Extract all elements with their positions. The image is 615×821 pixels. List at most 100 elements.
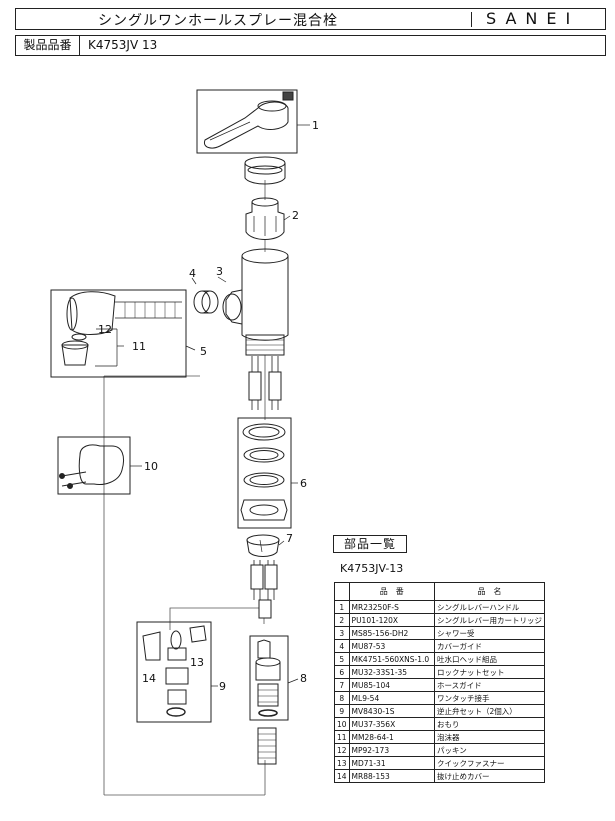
exploded-parts-diagram: 1 2 3 4 5 6 7 8 9 10 11 12 13 14 [50, 89, 319, 796]
part-name: シングルレバーハンドル [434, 600, 545, 614]
callout-10: 10 [144, 460, 158, 473]
callout-labels: 1 2 3 4 5 6 7 8 9 10 11 12 13 14 [98, 119, 319, 693]
part-number: MR23250F-S [348, 600, 436, 614]
assembly-guide-lines [103, 180, 266, 796]
part-number: MD71-31 [348, 756, 436, 770]
product-code-label: 製品品番 [16, 36, 80, 55]
parts-list-title: 部品一覧 [333, 535, 407, 553]
part-name: 吐水口ヘッド組品 [434, 652, 545, 666]
callout-4: 4 [189, 267, 196, 280]
part-name: ワンタッチ接手 [434, 691, 545, 705]
callout-3: 3 [216, 265, 223, 278]
row-number: 1 [334, 600, 350, 614]
callout-13: 13 [190, 656, 204, 669]
row-number: 6 [334, 665, 350, 679]
callout-8: 8 [300, 672, 307, 685]
part-name: ホースガイド [434, 678, 545, 692]
row-number: 13 [334, 756, 350, 770]
row-number: 4 [334, 639, 350, 653]
row-number: 5 [334, 652, 350, 666]
callout-14: 14 [142, 672, 156, 685]
callout-11: 11 [132, 340, 146, 353]
row-number: 14 [334, 769, 350, 783]
part-name: パッキン [434, 743, 545, 757]
part-6-lock-nut-set [237, 417, 298, 529]
callout-2: 2 [292, 209, 299, 222]
row-number: 12 [334, 743, 350, 757]
part-name: クイックファスナー [434, 756, 545, 770]
part-2-cartridge [245, 197, 285, 240]
part-number: MP92-173 [348, 743, 436, 757]
title-divider [471, 12, 472, 27]
col-part-name: 品 名 [434, 582, 545, 601]
brand-logo: SANEI [486, 9, 580, 28]
callout-12: 12 [98, 323, 112, 336]
part-number: MU87-53 [348, 639, 436, 653]
row-number: 8 [334, 691, 350, 705]
product-code-bar: 製品品番 K4753JV 13 [15, 35, 606, 56]
lower-hose-section [250, 560, 278, 619]
part-9-check-valve-set [136, 621, 218, 723]
row-number: 2 [334, 613, 350, 627]
part-number: MV8430-1S [348, 704, 436, 718]
part-name: 逆止弁セット（2個入） [434, 704, 545, 718]
row-number: 10 [334, 717, 350, 731]
part-name: シャワー受 [434, 626, 545, 640]
cartridge-cap [244, 156, 286, 185]
supply-hoses [248, 356, 282, 410]
col-part-no: 品 番 [348, 582, 436, 601]
callout-7: 7 [286, 532, 293, 545]
title-bar: シングルワンホールスプレー混合栓 SANEI [15, 8, 606, 30]
part-5-spout-head-box [50, 289, 196, 378]
part-name: カバーガイド [434, 639, 545, 653]
part-8-one-touch-connector [249, 635, 299, 721]
part-number: MU37-356X [348, 717, 436, 731]
hose-end-fitting [257, 727, 277, 765]
part-number: MM28-64-1 [348, 730, 436, 744]
part-number: MR88-153 [348, 769, 436, 783]
parts-list-subtitle: K4753JV-13 [340, 562, 404, 575]
callout-5: 5 [200, 345, 207, 358]
part-7-hose-guide [246, 534, 285, 557]
part-4-cover-guide [193, 290, 219, 314]
callout-9: 9 [219, 680, 226, 693]
row-number: 11 [334, 730, 350, 744]
part-name: ロックナットセット [434, 665, 545, 679]
row-number: 7 [334, 678, 350, 692]
part-name: シングルレバー用カートリッジ [434, 613, 545, 627]
callout-leaders [191, 124, 310, 285]
row-number: 3 [334, 626, 350, 640]
part-number: MK4751-560XNS-1.0 [348, 652, 436, 666]
part-number: PU101-120X [348, 613, 436, 627]
part-3-faucet-body [222, 248, 289, 356]
callout-1: 1 [312, 119, 319, 132]
part-1-lever-handle [196, 89, 298, 154]
part-number: MU32-33S1-35 [348, 665, 436, 679]
part-name: 泡沫器 [434, 730, 545, 744]
row-number: 9 [334, 704, 350, 718]
part-name: おもり [434, 717, 545, 731]
col-no [334, 582, 350, 601]
part-10-weight [57, 436, 142, 495]
callout-6: 6 [300, 477, 307, 490]
part-number: ML9-54 [348, 691, 436, 705]
product-code-value: K4753JV 13 [88, 38, 158, 52]
part-name: 抜け止めカバー [434, 769, 545, 783]
parts-table-header: 品 番 品 名 [334, 582, 545, 601]
